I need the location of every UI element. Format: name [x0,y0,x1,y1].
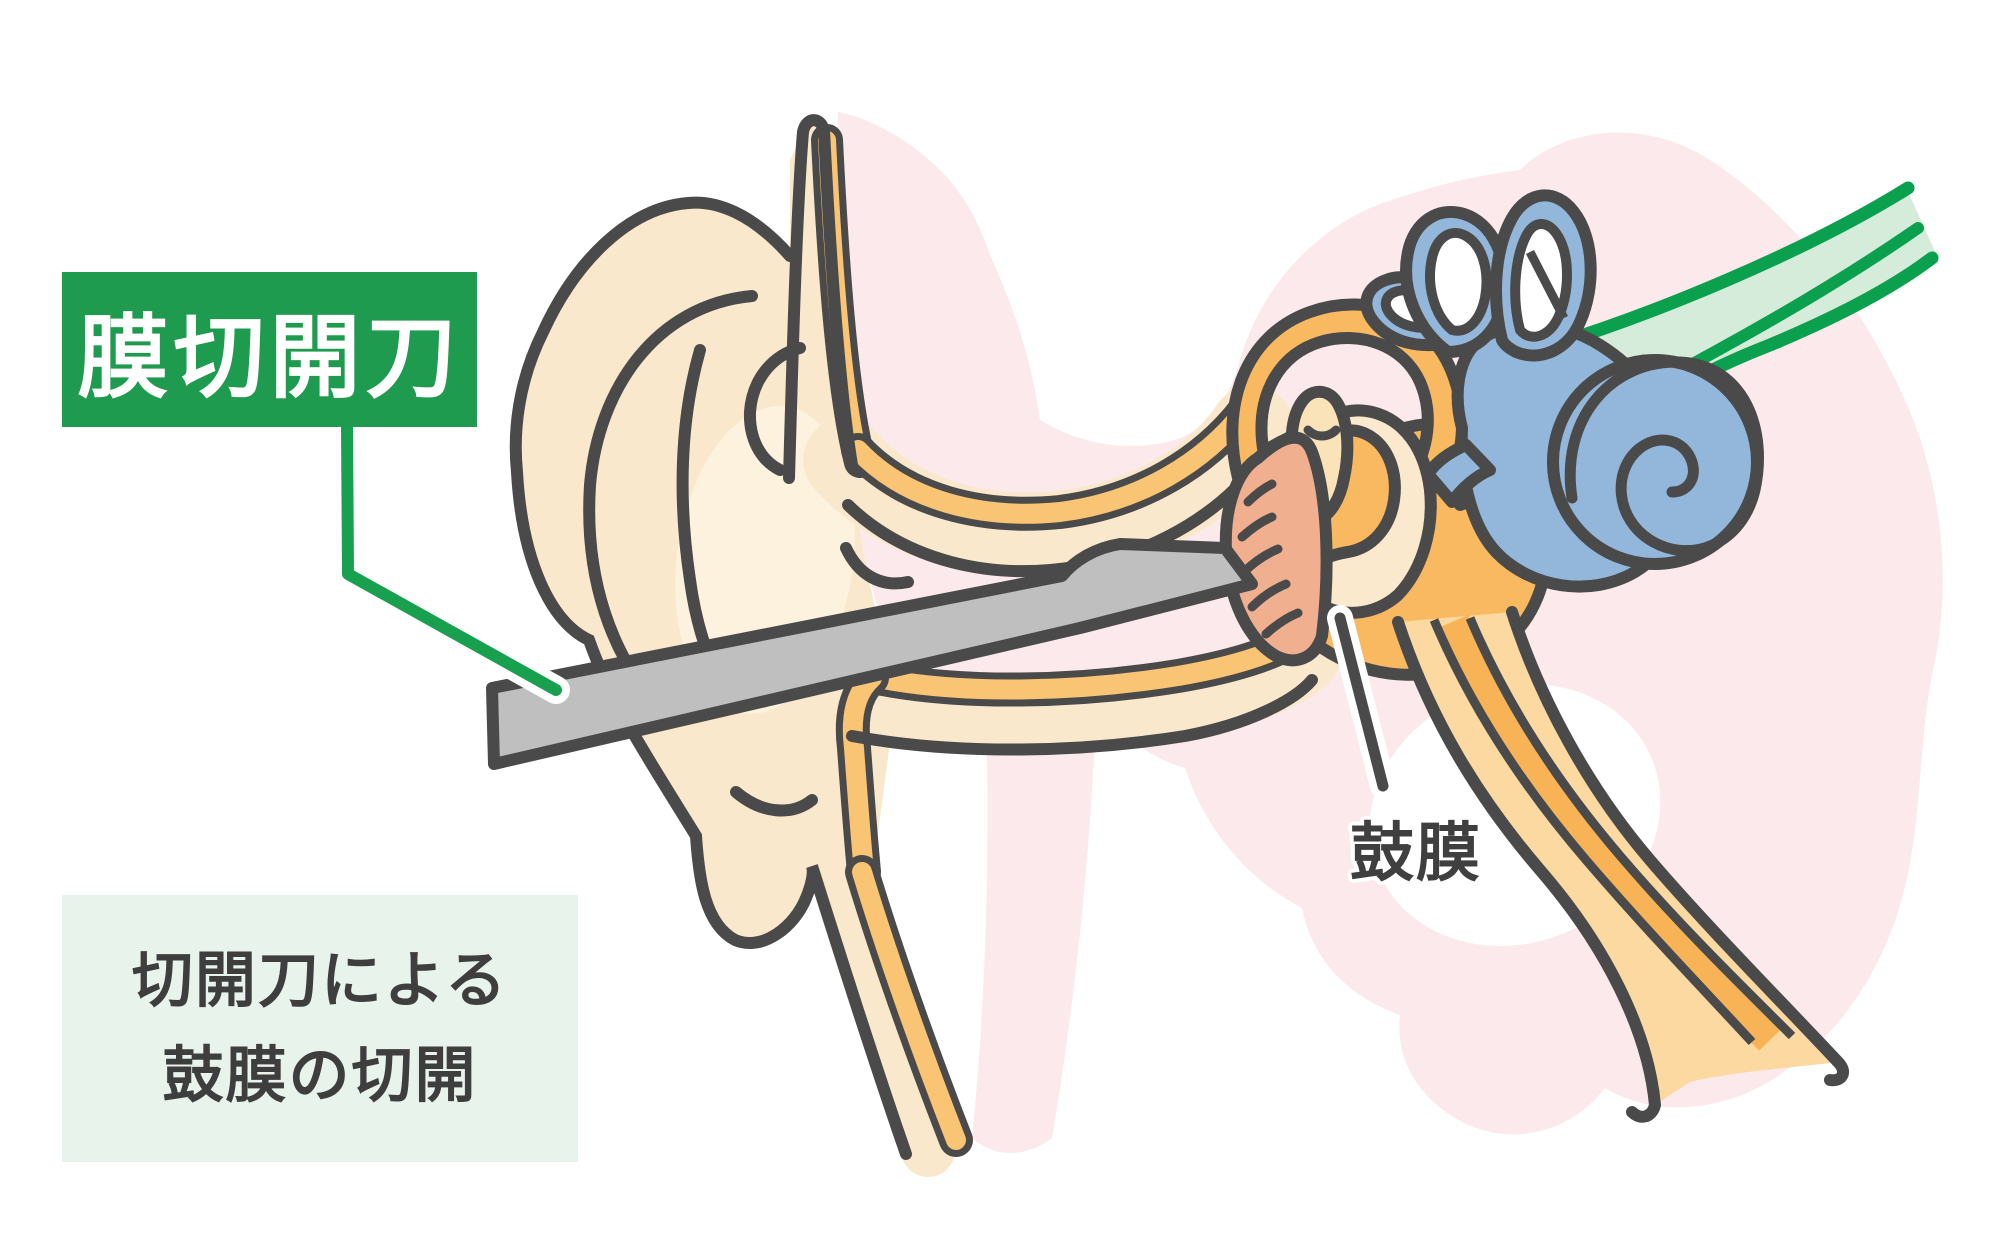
outer-ear [509,114,1340,1177]
caption-box: 切開刀による 鼓膜の切開 [62,895,578,1162]
caption-line-1: 切開刀による [131,944,509,1016]
tool-pointer-line [333,413,570,704]
tool-label-box: 膜切開刀 [62,272,477,427]
eardrum-label: 鼓膜 [1350,817,1482,891]
eardrum [1219,431,1333,667]
eardrum-pointer-line [1327,605,1396,799]
tool-label-text: 膜切開刀 [77,305,462,411]
labyrinth [1360,189,1764,593]
mucosa-stripes [811,124,1317,1157]
eustachian-tube [1392,606,1849,1123]
scalpel [486,538,1258,770]
caption-line-2: 鼓膜の切開 [162,1039,478,1111]
cochlea-spiral [1564,356,1764,557]
